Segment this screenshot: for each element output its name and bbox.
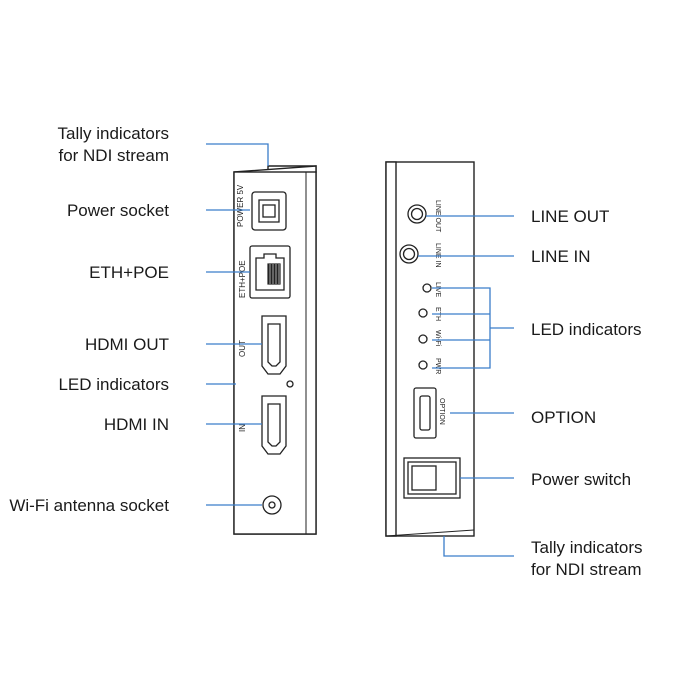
eth-port [249, 245, 291, 299]
label-tally-left-line2: for NDI stream [58, 146, 169, 165]
leader-lines [206, 143, 514, 557]
right-device: LINE OUT LINE IN LIVE ETH Wi-Fi PWR OPTI… [385, 161, 475, 537]
label-option: OPTION [531, 408, 596, 427]
led-eth [418, 308, 428, 318]
line-in-port-label: LINE IN [434, 243, 441, 268]
option-port-label: OPTION [438, 398, 445, 425]
out-label: OUT [238, 340, 247, 357]
label-tally-left-line1: Tally indicators [58, 124, 170, 143]
label-wifi-antenna: Wi-Fi antenna socket [9, 496, 169, 515]
option-button [413, 387, 437, 439]
wifi-antenna-socket [262, 495, 282, 515]
wifi-led-label: Wi-Fi [434, 330, 441, 347]
line-in-jack [399, 244, 419, 264]
in-label: IN [238, 424, 247, 432]
label-hdmi-out: HDMI OUT [85, 335, 169, 354]
label-eth-poe: ETH+POE [89, 263, 169, 282]
label-line-in: LINE IN [531, 247, 591, 266]
line-out-jack [407, 204, 427, 224]
label-line-out: LINE OUT [531, 207, 609, 226]
power-label: POWER 5V [236, 184, 245, 227]
label-led-indicators-left: LED indicators [58, 375, 169, 394]
eth-label: ETH+POE [238, 260, 247, 298]
live-label: LIVE [434, 282, 441, 298]
left-device: POWER 5V ETH+POE OUT IN [233, 165, 317, 535]
power-switch [403, 457, 461, 499]
label-power-socket: Power socket [67, 201, 169, 220]
label-tally-right-line2: for NDI stream [531, 560, 642, 579]
hdmi-out-port [261, 315, 287, 375]
led-indicator-dot [286, 380, 294, 388]
label-power-switch: Power switch [531, 470, 631, 489]
label-tally-right-line1: Tally indicators [531, 538, 643, 557]
pwr-led-label: PWR [434, 358, 441, 374]
led-live [422, 283, 432, 293]
label-hdmi-in: HDMI IN [104, 415, 169, 434]
right-device-edge [385, 161, 397, 537]
label-led-indicators-right: LED indicators [531, 320, 642, 339]
led-pwr [418, 360, 428, 370]
hdmi-in-port [261, 395, 287, 455]
led-wifi [418, 334, 428, 344]
power-socket [251, 191, 287, 231]
